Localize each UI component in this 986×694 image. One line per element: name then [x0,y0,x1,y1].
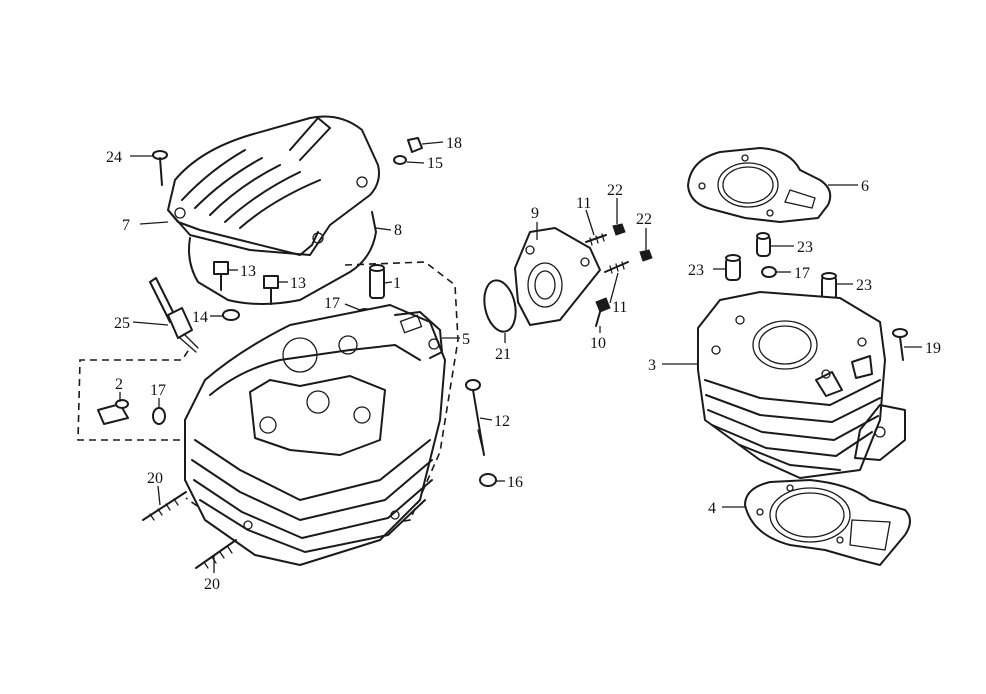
spark-plug [149,277,199,353]
head-bolt-12 [465,379,485,456]
cylinder-block [697,291,906,479]
callout-15: 15 [427,155,443,172]
assembly-outline [77,261,459,549]
o-ring-17b [152,407,166,425]
callout-17a: 17 [324,295,340,312]
leader-lines [119,141,922,573]
washer-16 [479,473,497,487]
callout-2: 2 [115,376,123,393]
callout-23c: 23 [856,277,872,294]
callout-20b: 20 [204,576,220,593]
callout-1: 1 [393,275,401,292]
head-gasket [687,147,832,223]
cylinder-head-cover [167,115,380,256]
bolt-18 [393,137,423,165]
intake-o-ring [483,279,517,333]
callout-21: 21 [495,346,511,363]
callout-8: 8 [394,222,402,239]
cover-gasket [188,211,377,305]
cylinder-head [184,304,446,566]
callout-3: 3 [648,357,656,374]
callout-16: 16 [507,474,523,491]
callout-6: 6 [861,178,869,195]
callout-22a: 22 [607,182,623,199]
callout-11b: 11 [612,299,627,316]
callout-13a: 13 [240,263,256,280]
callout-9: 9 [531,205,539,222]
dowel-1 [369,264,385,299]
callout-11a: 11 [576,195,591,212]
manifold-studs [585,223,653,327]
bolt-24 [152,150,168,186]
washer-14 [222,309,240,321]
callout-23a: 23 [797,239,813,256]
dowels-23 [725,232,837,301]
callout-23b: 23 [688,262,704,279]
base-gasket [744,479,911,566]
callout-13b: 13 [290,275,306,292]
callout-18: 18 [446,135,462,152]
callout-17b: 17 [150,382,166,399]
valve-guide-2 [97,399,129,425]
intake-manifold [514,227,601,326]
o-ring-17c [761,266,777,278]
callout-12: 12 [494,413,510,430]
callout-labels: 24 18 15 7 8 13 13 1 17 14 25 5 2 17 12 … [106,135,941,593]
callout-25: 25 [114,315,130,332]
callout-14: 14 [192,309,208,326]
callout-7: 7 [122,217,130,234]
bolts-13 [213,261,279,305]
callout-5: 5 [462,331,470,348]
callout-17c: 17 [794,265,810,282]
callout-22b: 22 [636,211,652,228]
callout-20a: 20 [147,470,163,487]
callout-24: 24 [106,149,122,166]
callout-19: 19 [925,340,941,357]
callout-10: 10 [590,335,606,352]
callout-4: 4 [708,500,716,517]
bolt-19 [892,328,908,361]
